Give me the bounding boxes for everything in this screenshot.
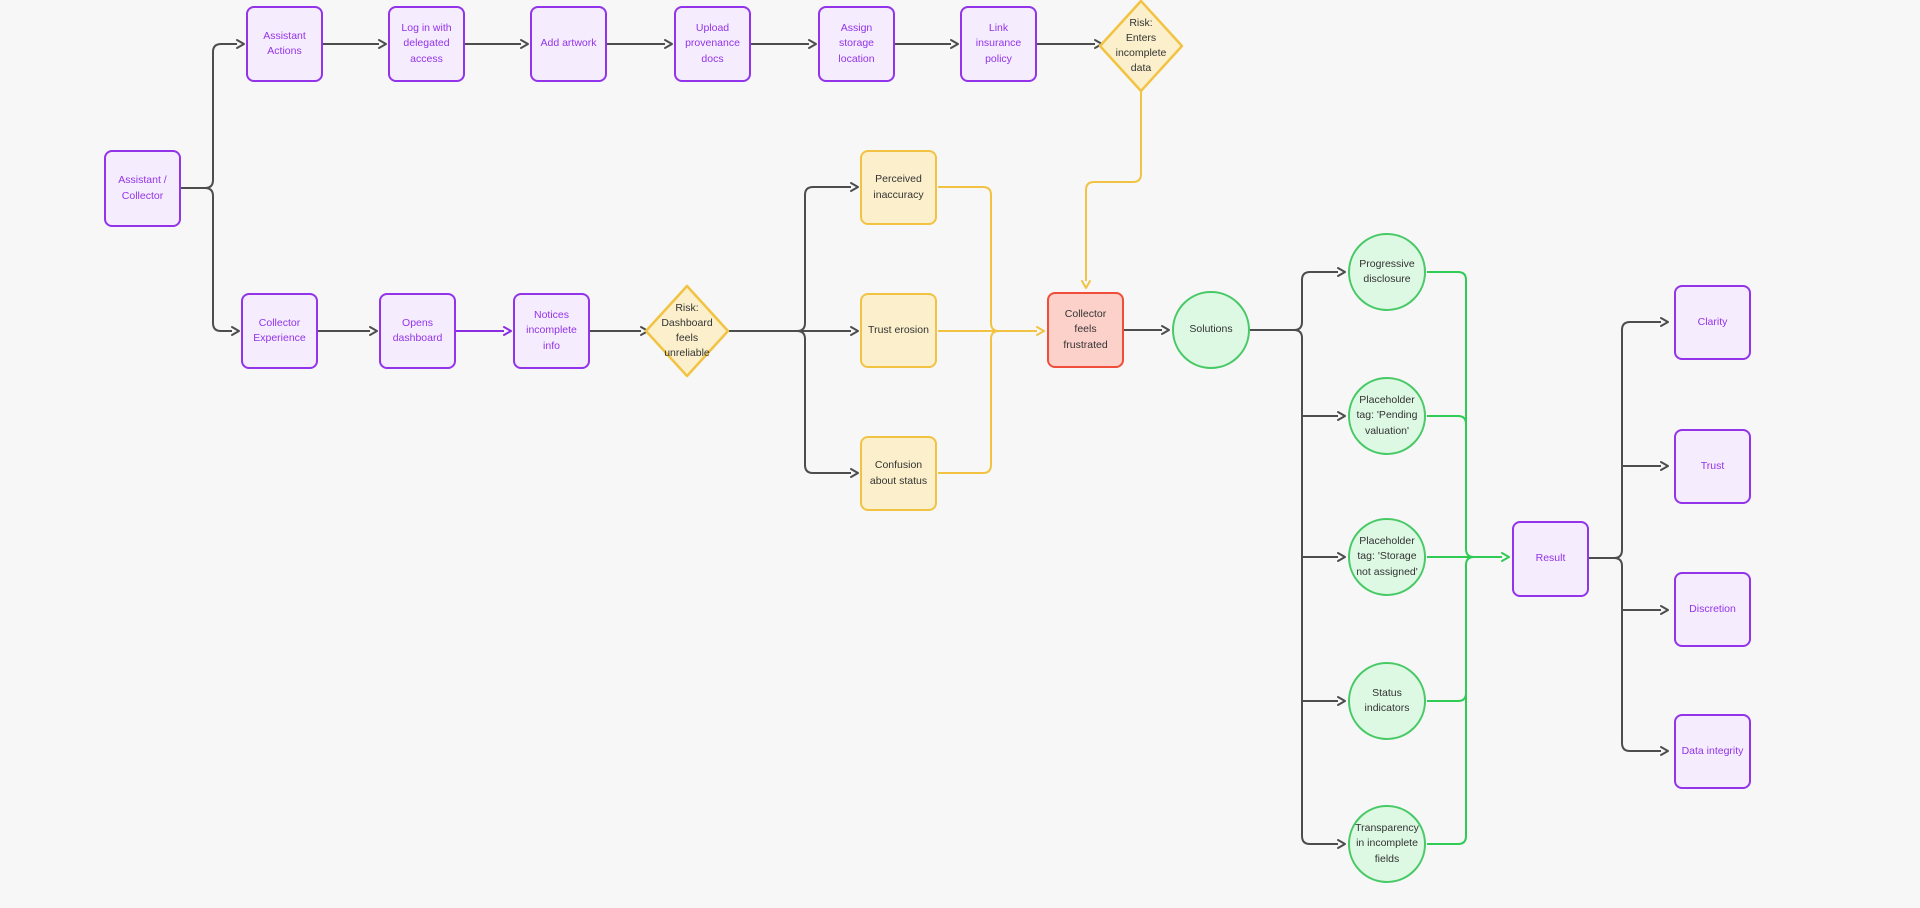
node-assistant-actions-label: Assistant Actions	[263, 29, 306, 57]
node-data-integrity-label: Data integrity	[1681, 744, 1744, 757]
node-transparency-incomplete-label: Transparency in incomplete fields	[1355, 822, 1419, 865]
edge-result-to-data-integrity	[1589, 557, 1669, 756]
node-collector-frustrated-label: Collector feels frustrated	[1063, 308, 1108, 351]
node-result-label: Result	[1535, 552, 1566, 565]
node-assistant-actions[interactable]: Assistant Actions	[246, 6, 323, 82]
edge-perceived-merge	[938, 186, 1000, 332]
node-login-delegated-label: Log in with delegated access	[401, 22, 452, 65]
edge-actor-to-assistant-actions	[181, 39, 245, 189]
node-progressive-disclosure[interactable]: Progressive disclosure	[1348, 233, 1426, 311]
node-data-integrity[interactable]: Data integrity	[1674, 714, 1751, 789]
node-opens-dashboard-label: Opens dashboard	[392, 316, 443, 344]
edge-risk1-to-frustrated	[1081, 91, 1142, 289]
node-add-artwork-label: Add artwork	[540, 37, 597, 50]
edge-solutions-to-progressive	[1250, 267, 1346, 331]
diamond-shape	[644, 284, 730, 378]
edge-transparency-merge	[1427, 565, 1467, 845]
node-risk-dashboard-unreliable-label: Risk: Dashboard feels unreliable	[661, 301, 713, 360]
edge-result-to-clarity	[1589, 317, 1669, 559]
node-transparency-incomplete[interactable]: Transparency in incomplete fields	[1348, 805, 1426, 883]
edge-pending-merge	[1427, 415, 1467, 549]
node-placeholder-pending-label: Placeholder tag: 'Pending valuation'	[1356, 394, 1418, 437]
node-upload-provenance-label: Upload provenance docs	[685, 22, 740, 65]
node-actor[interactable]: Assistant / Collector	[104, 150, 181, 227]
node-clarity-label: Clarity	[1697, 315, 1728, 328]
node-add-artwork[interactable]: Add artwork	[530, 6, 607, 82]
node-login-delegated[interactable]: Log in with delegated access	[388, 6, 465, 82]
node-status-indicators-label: Status indicators	[1364, 686, 1410, 714]
node-result[interactable]: Result	[1512, 521, 1589, 597]
node-placeholder-storage-label: Placeholder tag: 'Storage not assigned'	[1356, 535, 1418, 578]
edge-actor-to-collector-experience	[181, 187, 240, 336]
node-collector-experience-label: Collector Experience	[253, 316, 306, 344]
node-opens-dashboard[interactable]: Opens dashboard	[379, 293, 456, 369]
node-solutions-label: Solutions	[1189, 323, 1233, 336]
node-discretion[interactable]: Discretion	[1674, 572, 1751, 647]
node-perceived-inaccuracy-label: Perceived inaccuracy	[873, 173, 924, 201]
node-risk-incomplete-data[interactable]: Risk: Enters incomplete data	[1097, 0, 1185, 93]
node-trust-erosion-label: Trust erosion	[868, 323, 929, 336]
node-risk-dashboard-unreliable[interactable]: Risk: Dashboard feels unreliable	[643, 284, 731, 378]
node-confusion-status[interactable]: Confusion about status	[860, 436, 937, 511]
edge-solutions-to-transparency	[1250, 329, 1346, 849]
node-trust[interactable]: Trust	[1674, 429, 1751, 504]
node-discretion-label: Discretion	[1689, 602, 1736, 615]
node-perceived-inaccuracy[interactable]: Perceived inaccuracy	[860, 150, 937, 225]
node-confusion-status-label: Confusion about status	[869, 459, 928, 487]
node-assign-storage[interactable]: Assign storage location	[818, 6, 895, 82]
edge-diamond2-to-confusion	[725, 330, 859, 478]
node-trust-label: Trust	[1700, 459, 1725, 472]
node-status-indicators[interactable]: Status indicators	[1348, 662, 1426, 740]
node-clarity[interactable]: Clarity	[1674, 285, 1751, 360]
node-link-insurance[interactable]: Link insurance policy	[960, 6, 1037, 82]
node-notices-incomplete[interactable]: Notices incomplete info	[513, 293, 590, 369]
node-actor-label: Assistant / Collector	[118, 174, 167, 202]
edge-confusion-merge	[938, 330, 1000, 474]
node-risk-incomplete-data-label: Risk: Enters incomplete data	[1115, 16, 1167, 75]
node-link-insurance-label: Link insurance policy	[975, 22, 1022, 65]
node-notices-incomplete-label: Notices incomplete info	[526, 309, 577, 352]
node-placeholder-pending[interactable]: Placeholder tag: 'Pending valuation'	[1348, 377, 1426, 455]
edge-diamond2-to-perceived	[725, 182, 859, 332]
node-upload-provenance[interactable]: Upload provenance docs	[674, 6, 751, 82]
node-solutions[interactable]: Solutions	[1172, 291, 1250, 369]
node-progressive-disclosure-label: Progressive disclosure	[1359, 257, 1415, 285]
diamond-shape	[1098, 0, 1184, 93]
node-collector-experience[interactable]: Collector Experience	[241, 293, 318, 369]
node-assign-storage-label: Assign storage location	[838, 22, 875, 65]
node-trust-erosion[interactable]: Trust erosion	[860, 293, 937, 368]
node-collector-frustrated[interactable]: Collector feels frustrated	[1047, 292, 1124, 368]
node-placeholder-storage[interactable]: Placeholder tag: 'Storage not assigned'	[1348, 518, 1426, 596]
